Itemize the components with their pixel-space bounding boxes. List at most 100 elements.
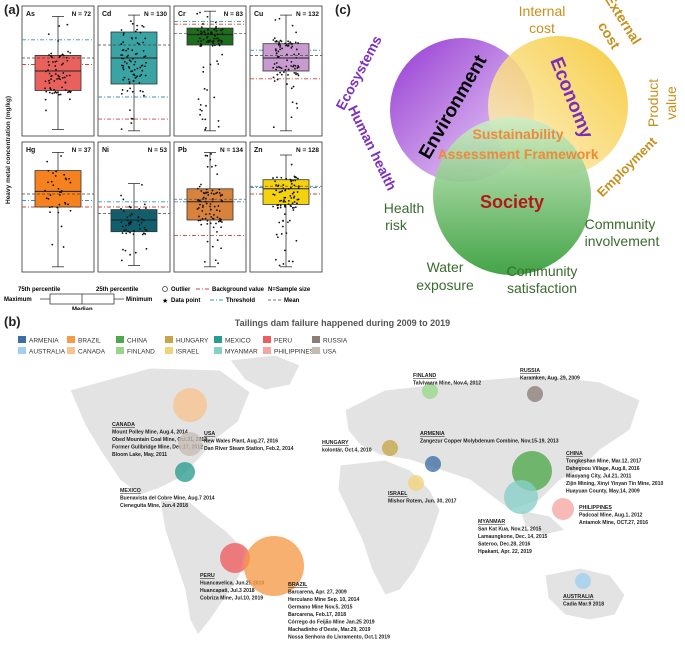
data-point bbox=[220, 226, 222, 229]
data-point bbox=[277, 50, 280, 53]
data-point bbox=[48, 206, 51, 209]
data-point bbox=[206, 15, 209, 18]
data-point bbox=[51, 56, 53, 59]
legend-p25: 25th percentile bbox=[96, 287, 139, 293]
data-point bbox=[292, 65, 295, 68]
data-point bbox=[125, 228, 127, 231]
data-point bbox=[215, 37, 218, 40]
data-point bbox=[139, 66, 142, 69]
data-point bbox=[280, 40, 283, 43]
data-point bbox=[141, 69, 144, 72]
data-point bbox=[65, 56, 68, 59]
data-point bbox=[209, 205, 212, 208]
data-point bbox=[278, 17, 281, 20]
data-point bbox=[211, 200, 214, 203]
data-point bbox=[54, 175, 57, 177]
sample-size: N = 37 bbox=[72, 147, 92, 154]
data-point bbox=[219, 219, 221, 222]
data-point bbox=[125, 224, 127, 227]
data-point bbox=[215, 30, 218, 32]
country-label-mexico: MEXICO bbox=[120, 488, 141, 494]
data-point bbox=[133, 63, 136, 66]
data-point bbox=[287, 199, 290, 202]
event-label-china: Tongkeshan Mine, Mar.12, 2017 bbox=[566, 459, 642, 465]
data-point bbox=[55, 60, 58, 63]
data-point bbox=[122, 57, 125, 60]
event-label-china: Miaoyang City, Jul.21, 2011 bbox=[566, 474, 631, 480]
data-point bbox=[58, 93, 60, 96]
data-point bbox=[58, 203, 61, 206]
data-point bbox=[122, 32, 125, 35]
data-point bbox=[144, 207, 147, 210]
data-point bbox=[296, 202, 298, 205]
data-point bbox=[59, 194, 61, 196]
data-point bbox=[129, 220, 132, 223]
data-point bbox=[59, 93, 62, 96]
legend-swatch-usa bbox=[312, 347, 320, 354]
bubble-russia bbox=[527, 386, 543, 402]
data-point bbox=[58, 25, 61, 27]
data-point bbox=[129, 253, 132, 256]
data-point bbox=[205, 41, 208, 44]
data-point bbox=[215, 209, 218, 212]
data-point bbox=[122, 64, 125, 67]
data-point bbox=[290, 163, 293, 166]
data-point bbox=[216, 216, 219, 219]
data-point bbox=[295, 56, 298, 59]
data-point bbox=[130, 213, 133, 216]
data-point bbox=[203, 30, 206, 33]
soc-term-community-satisfaction-2: satisfaction bbox=[507, 280, 577, 296]
data-point bbox=[290, 197, 293, 199]
data-point bbox=[216, 60, 218, 62]
data-point bbox=[142, 25, 145, 28]
sample-size: N = 134 bbox=[220, 147, 243, 154]
data-point bbox=[293, 201, 296, 203]
landmass bbox=[337, 459, 441, 596]
data-point bbox=[126, 90, 129, 92]
event-label-finland: Talvivaara Mine, Nov.4, 2012 bbox=[413, 381, 481, 387]
data-point bbox=[220, 29, 222, 32]
data-point bbox=[296, 191, 299, 193]
data-point bbox=[129, 60, 132, 63]
element-label: Ni bbox=[102, 147, 109, 154]
event-label-peru: Huancapati, Jul.3 2018 bbox=[200, 588, 255, 594]
country-label-canada: CANADA bbox=[112, 422, 135, 428]
data-point bbox=[142, 41, 145, 44]
data-point bbox=[217, 220, 220, 223]
legend-outlier: Outlier bbox=[171, 287, 191, 293]
legend-swatch-israel bbox=[165, 347, 173, 354]
data-point bbox=[282, 263, 285, 265]
data-point bbox=[287, 203, 290, 205]
data-point bbox=[220, 41, 223, 44]
data-point bbox=[120, 54, 123, 56]
bubble-australia bbox=[575, 573, 591, 589]
data-point bbox=[200, 30, 203, 33]
data-point bbox=[44, 189, 46, 192]
data-point bbox=[282, 184, 285, 186]
data-point bbox=[204, 217, 207, 220]
legend-label-israel: ISRAEL bbox=[176, 349, 200, 356]
legend-swatch-canada bbox=[67, 347, 75, 354]
data-point bbox=[62, 54, 65, 57]
box bbox=[186, 27, 234, 46]
data-point bbox=[121, 232, 124, 235]
data-point bbox=[131, 22, 134, 25]
bubble-philippines bbox=[552, 498, 574, 520]
data-point bbox=[290, 116, 293, 119]
data-point bbox=[280, 176, 283, 179]
data-point bbox=[56, 206, 59, 209]
data-point bbox=[214, 164, 217, 167]
data-point bbox=[201, 209, 204, 212]
data-point bbox=[209, 63, 212, 66]
data-point bbox=[139, 75, 141, 78]
data-point bbox=[202, 23, 204, 25]
data-point bbox=[125, 49, 128, 52]
data-point bbox=[200, 109, 203, 112]
data-point bbox=[200, 223, 203, 226]
event-label-china: Dahegoou Village, Aug.8, 2016 bbox=[566, 466, 640, 472]
